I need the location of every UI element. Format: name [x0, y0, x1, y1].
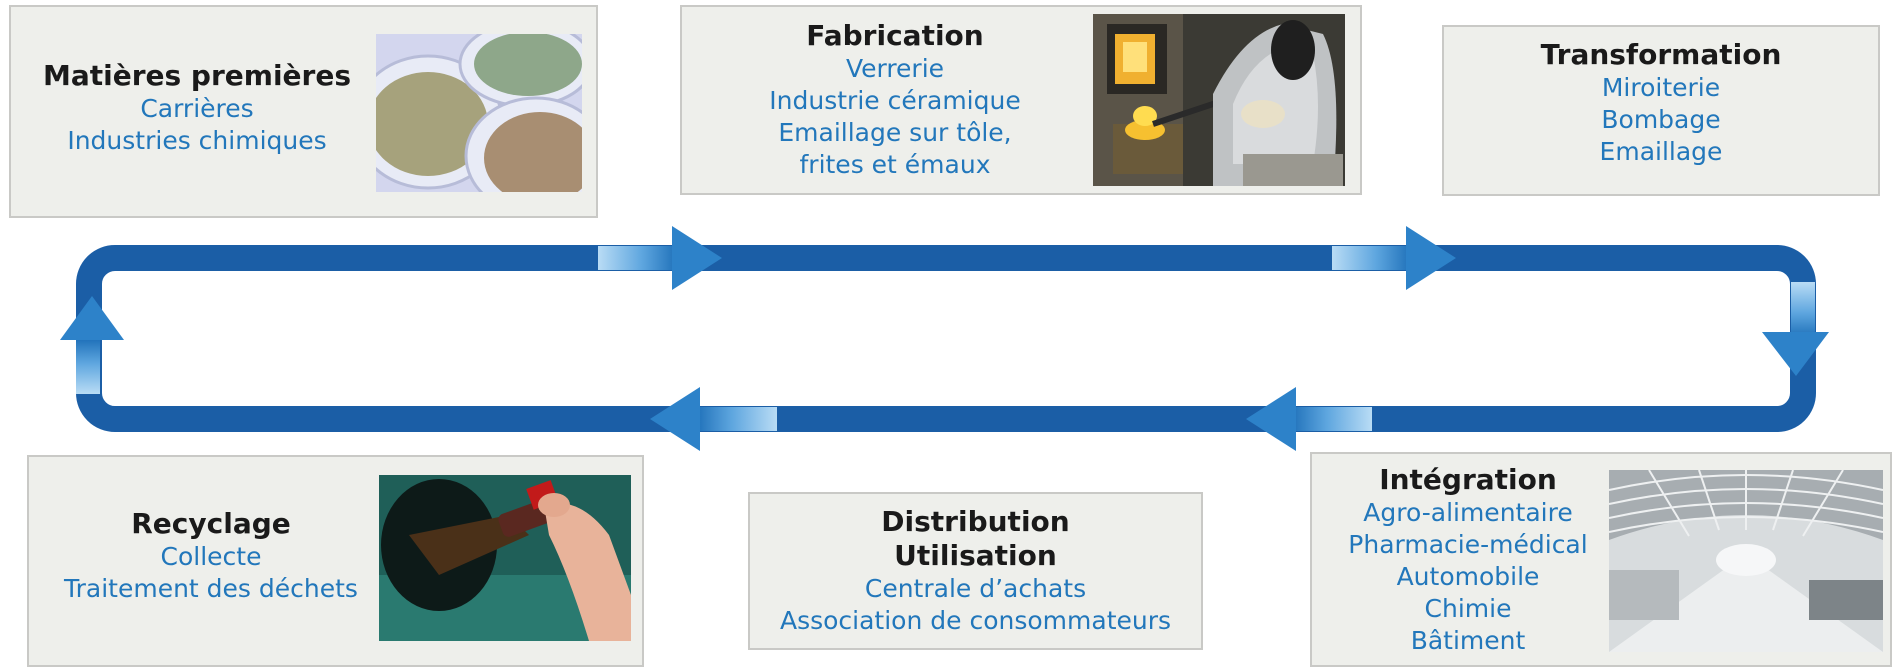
- stage-item: frites et émaux: [799, 150, 991, 179]
- airport-terminal-photo: [1609, 470, 1883, 652]
- stage-integration-text: Intégration Agro-alimentaire Pharmacie-m…: [1320, 460, 1616, 660]
- stage-item: Automobile: [1396, 562, 1540, 591]
- stage-transformation: [1442, 25, 1880, 196]
- stage-item: Emaillage sur tôle,: [778, 118, 1012, 147]
- glass-sand-dishes-photo: [376, 34, 582, 192]
- stage-matieres-premieres-text: Matières premières Carrières Industries …: [22, 28, 372, 188]
- arrow-down: [1762, 282, 1829, 376]
- stage-title: Recyclage: [131, 507, 291, 540]
- stage-distribution-text: Distribution Utilisation Centrale d’acha…: [748, 499, 1203, 643]
- stage-item: Industries chimiques: [67, 126, 327, 155]
- stage-item: Bombage: [1601, 105, 1721, 134]
- stage-recyclage-text: Recyclage Collecte Traitement des déchet…: [40, 486, 382, 626]
- stage-title: Matières premières: [42, 59, 351, 92]
- arrow-up: [60, 296, 124, 394]
- glass-furnace-worker-photo: [1093, 14, 1345, 186]
- stage-transformation-text: Transformation Miroiterie Bombage Emaill…: [1442, 36, 1880, 170]
- loop-band: [76, 245, 1816, 432]
- stage-distribution: [748, 492, 1203, 650]
- arrow-right-2: [1332, 226, 1456, 290]
- stage-fabrication-text: Fabrication Verrerie Industrie céramique…: [695, 16, 1095, 184]
- arrow-left-2: [650, 387, 777, 451]
- stage-title: Distribution: [881, 505, 1070, 538]
- arrow-right-1: [598, 226, 722, 290]
- stage-item: Miroiterie: [1601, 73, 1721, 102]
- stage-item: Association de consommateurs: [779, 606, 1172, 635]
- stage-title: Fabrication: [806, 19, 984, 52]
- stage-title: Intégration: [1379, 463, 1557, 496]
- stage-item: Industrie céramique: [769, 86, 1021, 115]
- stage-item: Centrale d’achats: [864, 574, 1087, 603]
- stage-title: Utilisation: [894, 539, 1057, 572]
- stage-item: Collecte: [160, 542, 262, 571]
- stage-title: Transformation: [1540, 38, 1782, 71]
- stage-item: Verrerie: [845, 54, 945, 83]
- stage-item: Pharmacie-médical: [1348, 530, 1588, 559]
- stage-item: Emaillage: [1599, 137, 1723, 166]
- stage-item: Chimie: [1424, 594, 1512, 623]
- stage-item: Carrières: [140, 94, 254, 123]
- stage-item: Traitement des déchets: [64, 574, 358, 603]
- arrow-left-1: [1246, 387, 1372, 451]
- stage-item: Agro-alimentaire: [1363, 498, 1573, 527]
- bottle-recycling-photo: [379, 475, 631, 641]
- stage-item: Bâtiment: [1410, 626, 1526, 655]
